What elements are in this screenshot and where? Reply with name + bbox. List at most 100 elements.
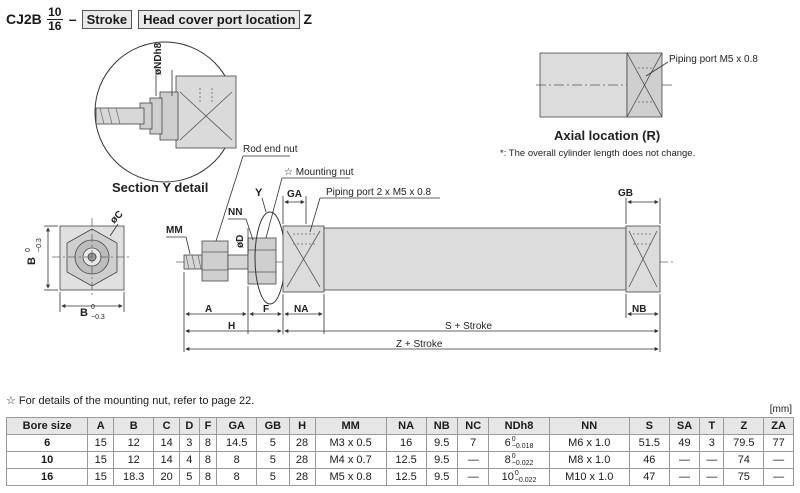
cell: M8 x 1.0 [548, 451, 630, 469]
end-view [44, 218, 132, 312]
cell: 18.3 [113, 468, 155, 486]
dim-z-stroke: Z + Stroke [396, 339, 443, 350]
dimension-table: Bore size A B C D F GA GB H MM NA NB NC … [5, 417, 794, 486]
head-cover-port-box: Head cover port location [138, 9, 301, 29]
model-suffix: Z [303, 11, 313, 27]
cell: — [456, 451, 490, 469]
col-header: NC [456, 417, 490, 435]
ndh8-label: øNDh8 [153, 42, 164, 75]
cell: 79.5 [723, 434, 765, 452]
col-header: B [113, 417, 155, 435]
cell: 5 [256, 468, 290, 486]
dim-od: øD [235, 235, 246, 248]
cell: 14.5 [216, 434, 258, 452]
section-y-detail [94, 41, 237, 183]
cell: M4 x 0.7 [314, 451, 387, 469]
cell: — [668, 468, 701, 486]
nd-value: 8 [504, 453, 511, 466]
mounting-nut-label: ☆ Mounting nut [284, 167, 354, 178]
dim-b-vertical-tol-bottom: −0.3 [36, 238, 43, 252]
cell: 47 [628, 468, 670, 486]
cell: 12 [113, 434, 155, 452]
cell: M10 x 1.0 [548, 468, 630, 486]
cell: M5 x 0.8 [314, 468, 387, 486]
cell: — [763, 451, 794, 469]
cell: 75 [723, 468, 765, 486]
dim-gb: GB [618, 188, 633, 199]
cell-bore: 6 [5, 434, 89, 452]
cell: 74 [723, 451, 765, 469]
dim-f: F [263, 304, 269, 315]
cell: 15 [87, 468, 115, 486]
dim-s-stroke: S + Stroke [445, 321, 492, 332]
col-header: NB [425, 417, 458, 435]
cell: M3 x 0.5 [314, 434, 387, 452]
bore-fraction: 10 16 [46, 4, 63, 33]
model-code-line: CJ2B 10 16 – Stroke Head cover port loca… [6, 4, 312, 34]
col-header: D [179, 417, 200, 435]
unit-label: [mm] [769, 404, 792, 415]
nd-tol-bottom: −0.018 [511, 443, 534, 450]
cell: 15 [87, 434, 115, 452]
cell: 8 [198, 451, 218, 469]
dim-b-vertical-tol-top: 0 [25, 248, 32, 252]
col-header: S [628, 417, 670, 435]
dim-nn: NN [228, 207, 242, 218]
axial-note: *: The overall cylinder length does not … [500, 148, 695, 159]
col-header: SA [668, 417, 701, 435]
cell: 51.5 [628, 434, 670, 452]
mounting-nut-note: ☆ For details of the mounting nut, refer… [6, 395, 255, 407]
dim-nb: NB [632, 304, 646, 315]
nd-tolerance: 0−0.022 [512, 453, 534, 467]
cell: 4 [179, 451, 200, 469]
bore-fraction-top: 10 [48, 4, 62, 19]
cell: 9.5 [425, 451, 458, 469]
col-header: NA [385, 417, 427, 435]
dim-b-vertical: B [26, 257, 38, 265]
cell: 46 [628, 451, 670, 469]
col-header: GA [216, 417, 258, 435]
dim-ga: GA [287, 189, 302, 200]
cell: 7 [456, 434, 490, 452]
model-code: CJ2B [6, 11, 42, 27]
dim-a: A [205, 304, 212, 315]
col-header: GB [256, 417, 290, 435]
dim-oc: øC [108, 209, 125, 226]
cell: M6 x 1.0 [548, 434, 630, 452]
y-marker: Y [255, 187, 263, 199]
cell: 5 [256, 434, 290, 452]
cell: 12.5 [385, 468, 427, 486]
col-header: A [87, 417, 115, 435]
cell: 77 [763, 434, 794, 452]
cell: 12 [113, 451, 155, 469]
cell: 16 [385, 434, 427, 452]
col-header: MM [314, 417, 387, 435]
cell: 8 [198, 434, 218, 452]
fraction-bar [46, 18, 63, 20]
section-title: Section Y detail [112, 180, 208, 195]
col-header: F [198, 417, 218, 435]
nd-tol-bottom: −0.022 [511, 460, 534, 467]
cell: — [699, 468, 725, 486]
cell: 14 [153, 451, 181, 469]
nd-value: 6 [504, 436, 511, 449]
col-header: ZA [763, 417, 794, 435]
dim-b-horizontal-tol-bottom: −0.3 [91, 314, 105, 321]
cell: 3 [699, 434, 725, 452]
axial-location-view [536, 52, 674, 118]
side-view [176, 211, 674, 305]
dim-b-horizontal-tol-top: 0 [91, 304, 95, 311]
table-header-row: Bore size A B C D F GA GB H MM NA NB NC … [5, 417, 794, 435]
table-row: 16 15 18.3 20 5 8 8 5 28 M5 x 0.8 12.5 9… [5, 468, 794, 486]
col-header: NDh8 [488, 417, 550, 435]
cell: 9.5 [425, 434, 458, 452]
stroke-box: Stroke [81, 9, 133, 29]
nd-value: 10 [501, 470, 514, 483]
dim-mm: MM [166, 225, 183, 236]
col-header: C [153, 417, 181, 435]
col-header: NN [548, 417, 630, 435]
table-row: 6 15 12 14 3 8 14.5 5 28 M3 x 0.5 16 9.5… [5, 434, 794, 452]
nd-tolerance: 0−0.018 [512, 436, 534, 450]
nd-tol-top: 0 [511, 453, 516, 460]
